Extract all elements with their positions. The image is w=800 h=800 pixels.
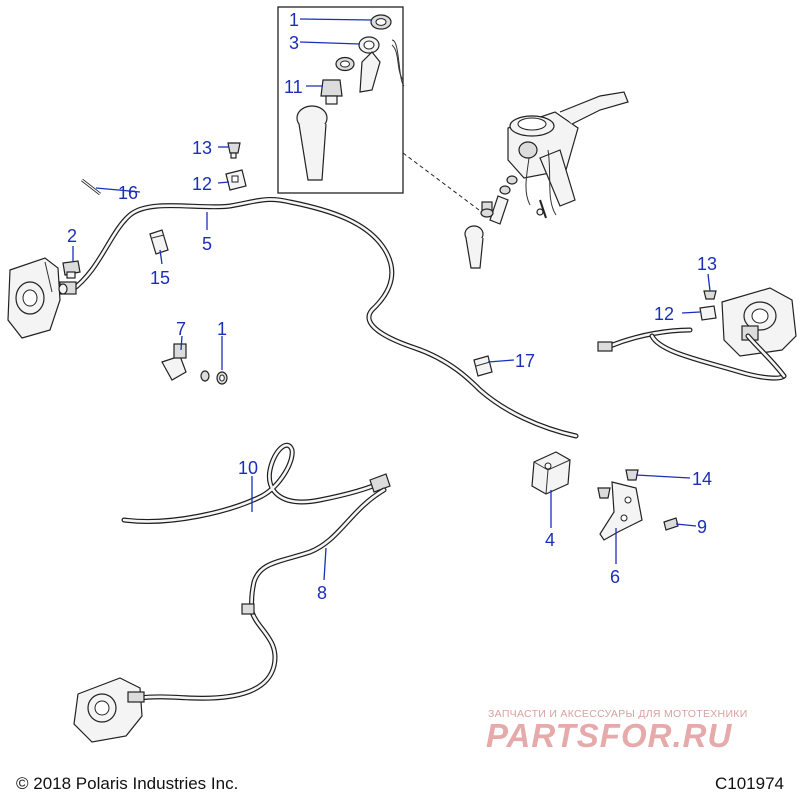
banjo-fitting-part-3 [358,36,404,93]
callout-6: 6 [610,567,620,587]
callout-12-right: 12 [654,304,674,324]
callout-13-right: 13 [697,254,717,274]
pin-part-16 [81,178,101,196]
screw-part-9 [663,517,679,531]
callout-labels: 1 3 11 13 12 16 2 5 15 7 1 17 13 12 10 1… [67,10,717,603]
rear-brake-hose-part-10 [121,442,391,524]
master-cylinder-fittings [464,175,518,269]
junction-block-part-4 [531,451,571,495]
rear-brake-hose-right [597,327,787,381]
rear-left-caliper [73,677,145,743]
callout-1-mid: 1 [217,319,227,339]
callout-8: 8 [317,583,327,603]
callout-14: 14 [692,469,712,489]
callout-1-top: 1 [289,10,299,30]
washer-part-1-mid [200,370,228,385]
callout-4: 4 [545,530,555,550]
banjo-bolt-part-7 [161,343,187,381]
watermark-logo: PARTSFOR.RU [486,717,733,754]
screw-part-13-right [703,290,717,300]
detail-inset-box [277,6,404,194]
front-left-caliper [7,257,77,339]
watermark-tagline: ЗАПЧАСТИ И АКСЕССУАРЫ ДЛЯ МОТОТЕХНИКИ [488,708,748,720]
diagram-code: C101974 [714,774,784,793]
washer-inset-lower [335,56,355,72]
front-brake-hose-part-5 [69,197,579,439]
clamp-part-12-right [699,305,717,321]
rear-brake-hose-part-8 [137,487,387,701]
callout-17: 17 [515,351,535,371]
callout-11: 11 [284,77,303,97]
screw-part-13-left [227,142,241,159]
callout-5: 5 [202,234,212,254]
callout-9: 9 [697,517,707,537]
washer-part-1-top [370,14,392,30]
bleeder-bolt-part-2 [62,260,81,279]
clamp-part-12-left [225,169,247,191]
callout-12-left: 12 [192,174,212,194]
leader-lines [72,18,711,581]
clip-part-15 [149,229,169,255]
master-cylinder-assembly [391,39,629,219]
banjo-bolt-part-11 [320,79,343,105]
callout-15: 15 [150,268,170,288]
callout-7: 7 [176,319,186,339]
callout-13-left: 13 [192,138,212,158]
bracket-part-6 [599,481,643,541]
callout-2: 2 [67,226,77,246]
bolt-part-14 [597,469,639,499]
hose-boot-inset [296,105,328,181]
callout-16: 16 [118,183,138,203]
callout-10: 10 [238,458,258,478]
callout-3: 3 [289,33,299,53]
copyright-text: © 2018 Polaris Industries Inc. [16,774,239,793]
rear-right-caliper [721,287,797,357]
reference-dashed-line [402,152,484,214]
hose-clip-part-17 [473,355,493,377]
